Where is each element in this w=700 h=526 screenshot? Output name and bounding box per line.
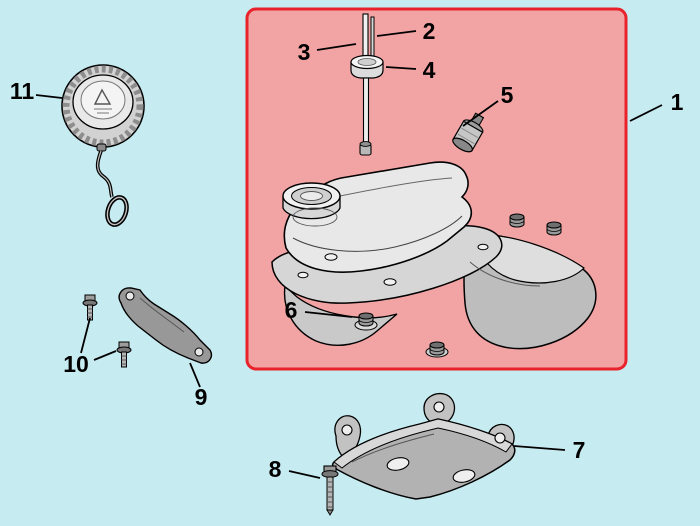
- leader-10a: [80, 317, 91, 354]
- screw-2: [116, 341, 132, 368]
- tether-cord-highlight: [97, 150, 113, 198]
- tether-cord-outline: [95, 150, 114, 198]
- cap-ribs: [62, 65, 144, 147]
- rubber-bushing-4: [429, 341, 445, 356]
- leader-7: [513, 445, 566, 451]
- bolt-tip: [326, 509, 334, 516]
- screw-shank: [121, 351, 127, 368]
- leader-10b: [93, 350, 117, 361]
- bushing-top: [546, 221, 562, 229]
- large-bracket: [331, 392, 516, 500]
- rubber-bushing-3: [358, 312, 374, 327]
- weight-top: [359, 141, 372, 147]
- leader-4: [385, 66, 417, 70]
- filler-neck-base-line: [292, 207, 338, 227]
- rubber-bushing-2: [546, 221, 562, 236]
- leader-1: [629, 104, 663, 122]
- grommet-bore: [357, 58, 377, 66]
- callout-7: 7: [573, 437, 586, 463]
- cap-embossed-text-lines: [94, 108, 112, 114]
- callout-5: 5: [501, 82, 514, 108]
- leader-6: [304, 311, 353, 318]
- bushing-top: [358, 312, 374, 320]
- rubber-bushing-1: [509, 213, 525, 228]
- flange-hole-1: [324, 253, 338, 261]
- leader-5: [462, 100, 499, 127]
- fuel-line-and-grommet: [350, 13, 384, 156]
- bushing-top: [429, 341, 445, 349]
- bolt-threads: [327, 481, 333, 508]
- flange-hole-4: [477, 243, 489, 251]
- bolt-flange: [321, 470, 339, 478]
- leader-2: [376, 30, 417, 37]
- callout-6: 6: [285, 297, 298, 323]
- bracket-base-bevel: [333, 418, 513, 469]
- leader-lines: [35, 30, 663, 479]
- callouts: 1 2 3 4 5 6 7 8 9 10 11: [10, 18, 684, 482]
- tether-loop-highlight: [106, 196, 128, 226]
- small-bracket-edge-line: [139, 297, 185, 333]
- bracket-slot-2: [452, 469, 476, 483]
- screw-threads: [87, 308, 93, 318]
- small-bracket-hole-1: [125, 291, 135, 301]
- cap-top-inner: [80, 80, 126, 120]
- bracket-slot-1: [386, 457, 410, 471]
- bushing-top: [509, 213, 525, 221]
- bracket-contour-line: [351, 433, 435, 463]
- screw-shank: [87, 304, 93, 321]
- grommet: [350, 54, 384, 79]
- callout-11: 11: [10, 78, 35, 104]
- screw-threads: [121, 355, 127, 365]
- bolt: [321, 465, 339, 516]
- callout-2: 2: [423, 18, 436, 44]
- filter-bottom: [452, 137, 473, 153]
- callout-8: 8: [269, 456, 282, 482]
- tank-contour-line-1: [292, 215, 463, 252]
- bracket-hole-left: [341, 424, 353, 436]
- filler-neck-opening: [300, 191, 323, 201]
- bushing-groove: [546, 228, 562, 232]
- screw-1: [82, 294, 98, 321]
- highlight-box-border: [245, 7, 628, 371]
- bracket-hole-right: [494, 432, 506, 444]
- callout-10: 10: [63, 351, 89, 377]
- cap-tether-anchor: [96, 143, 107, 152]
- fuel-cap: [61, 64, 145, 227]
- leader-11: [35, 94, 63, 99]
- bushing-groove: [429, 348, 445, 352]
- tank-contour-line-2: [339, 177, 453, 197]
- flange-hole-3: [297, 271, 309, 279]
- callout-3: 3: [298, 39, 311, 65]
- leader-9: [189, 362, 201, 388]
- callout-9: 9: [195, 384, 208, 410]
- leader-3: [316, 43, 357, 51]
- bushing-groove: [509, 220, 525, 224]
- callout-4: 4: [423, 57, 436, 83]
- flange-hole-2: [383, 278, 397, 286]
- lobe-contour-line: [469, 261, 541, 287]
- fuel-line-lower: [362, 77, 370, 145]
- return-line: [370, 16, 375, 60]
- bushing-groove: [358, 319, 374, 323]
- fuel-line-weight: [359, 141, 372, 156]
- filter-ribs: [457, 127, 479, 145]
- small-bracket-hole-2: [194, 347, 204, 357]
- small-bracket: [118, 287, 213, 364]
- cap-warning-triangle-icon: [93, 88, 112, 105]
- bracket-hole-middle: [433, 401, 445, 413]
- fuel-tank: [271, 161, 597, 358]
- small-bracket-body: [118, 287, 213, 364]
- leader-8: [288, 470, 321, 479]
- callout-1: 1: [671, 89, 684, 115]
